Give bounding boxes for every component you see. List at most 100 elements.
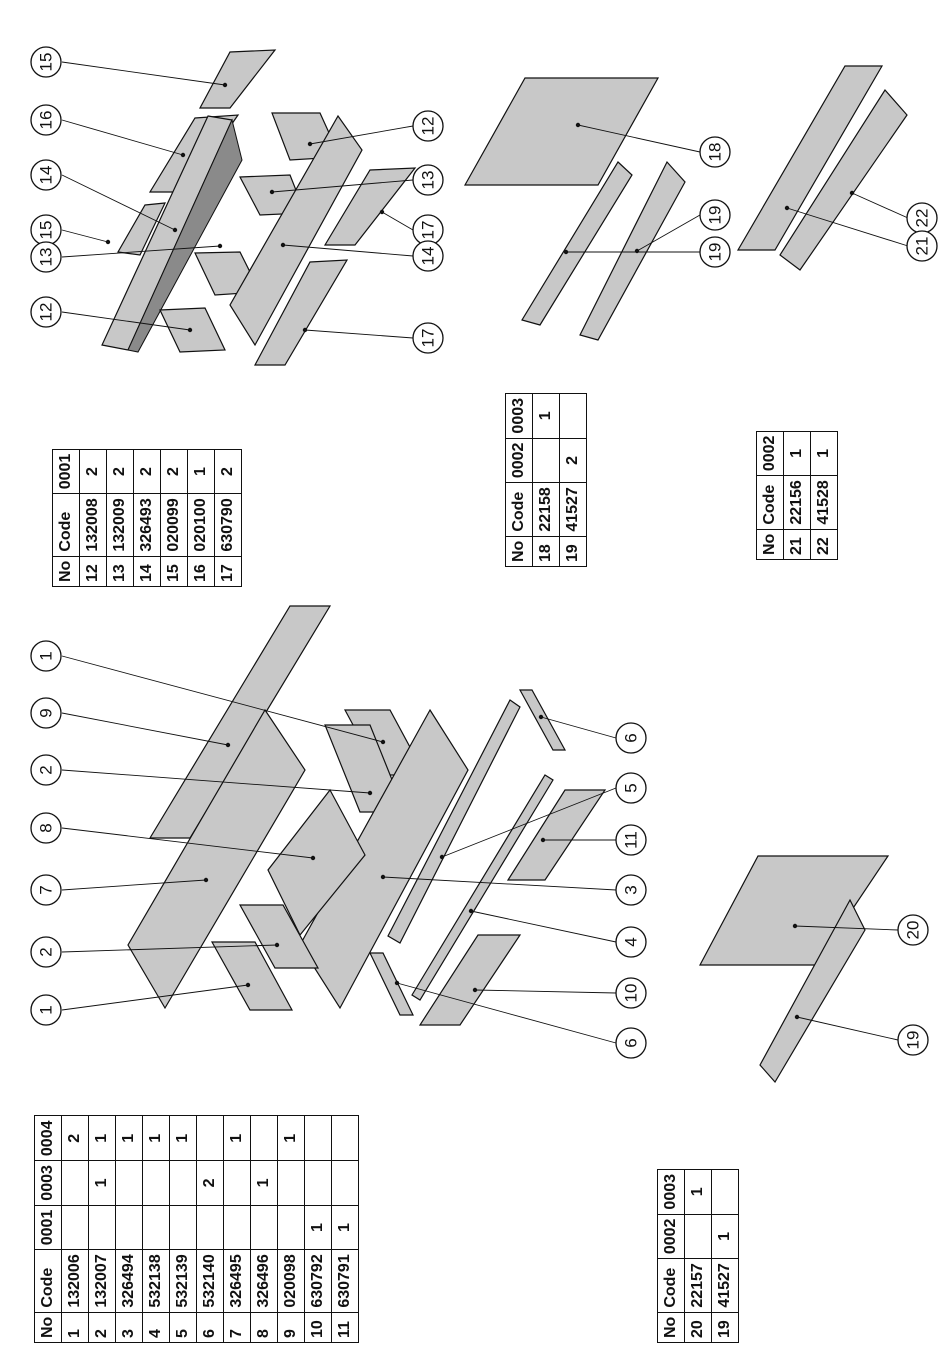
callout-1: 1 [30, 994, 62, 1026]
svg-text:6: 6 [622, 733, 641, 742]
part-number-cell: 7 [223, 1312, 251, 1343]
part-number-cell: 6 [196, 1312, 224, 1343]
svg-text:10: 10 [622, 984, 641, 1003]
quantity-cell [196, 1205, 224, 1250]
callout-3: 3 [615, 874, 647, 906]
part-19-a [521, 161, 633, 326]
callout-17: 17 [412, 322, 444, 354]
quantity-cell: 2 [196, 1160, 224, 1206]
quantity-cell: 1 [304, 1205, 332, 1250]
quantity-cell: 1 [169, 1116, 197, 1161]
column-header: 0004 [34, 1116, 62, 1161]
quantity-cell: 2 [559, 438, 587, 483]
svg-text:14: 14 [419, 247, 438, 266]
svg-text:12: 12 [419, 117, 438, 136]
quantity-cell [61, 1160, 89, 1206]
part-code-cell: 532138 [142, 1249, 170, 1313]
column-header: 0001 [34, 1205, 62, 1250]
part-2-lower [238, 904, 320, 969]
callout-14: 14 [30, 159, 62, 191]
part-number-cell: 16 [187, 556, 215, 587]
quantity-cell: 1 [250, 1160, 278, 1206]
part-number-cell: 9 [277, 1312, 305, 1343]
svg-text:22: 22 [913, 209, 932, 228]
part-number-cell: 14 [133, 556, 161, 587]
part-code-cell: 41527 [711, 1258, 739, 1313]
quantity-cell [115, 1205, 143, 1250]
part-code-cell: 132006 [61, 1249, 89, 1313]
callout-7: 7 [30, 874, 62, 906]
quantity-cell [223, 1160, 251, 1206]
part-number-cell: 10 [304, 1312, 332, 1343]
quantity-cell: 1 [331, 1205, 359, 1250]
part-number-cell: 4 [142, 1312, 170, 1343]
svg-text:9: 9 [37, 708, 56, 717]
column-header: 0003 [505, 393, 533, 439]
quantity-cell [196, 1116, 224, 1161]
svg-text:8: 8 [37, 823, 56, 832]
part-22 [779, 89, 908, 271]
part-17-lower [253, 259, 349, 366]
callout-6: 6 [615, 722, 647, 754]
svg-text:19: 19 [706, 243, 725, 262]
callout-18: 18 [699, 136, 731, 168]
callout-11: 11 [615, 824, 647, 856]
quantity-cell: 1 [277, 1116, 305, 1161]
quantity-cell [684, 1214, 712, 1259]
part-number-cell: 8 [250, 1312, 278, 1343]
part-code-cell: 630791 [331, 1249, 359, 1313]
part-number-cell: 5 [169, 1312, 197, 1343]
quantity-cell [304, 1160, 332, 1206]
column-header: Code [52, 493, 80, 557]
quantity-cell: 1 [88, 1116, 116, 1161]
part-number-cell: 2 [88, 1312, 116, 1343]
svg-text:12: 12 [37, 303, 56, 322]
assembly-top-right [736, 65, 908, 271]
part-4 [411, 774, 554, 1001]
quantity-cell [142, 1205, 170, 1250]
part-number-cell: 17 [214, 556, 242, 587]
callout-20: 20 [897, 914, 929, 946]
part-14-left-edge [127, 118, 243, 353]
svg-text:2: 2 [37, 947, 56, 956]
callout-10: 10 [615, 977, 647, 1009]
quantity-cell [277, 1160, 305, 1206]
quantity-cell [559, 393, 587, 439]
column-header: 0001 [52, 449, 80, 494]
svg-text:19: 19 [904, 1031, 923, 1050]
quantity-cell: 2 [106, 449, 134, 494]
part-code-cell: 132009 [106, 493, 134, 557]
quantity-cell: 2 [79, 449, 107, 494]
column-header: 0002 [505, 438, 533, 483]
column-header: 0003 [657, 1169, 685, 1215]
column-header: No [756, 529, 784, 560]
part-15-top [198, 49, 277, 109]
quantity-cell: 1 [115, 1116, 143, 1161]
svg-text:15: 15 [37, 221, 56, 240]
column-header: No [34, 1312, 62, 1343]
column-header: No [505, 536, 533, 567]
svg-text:5: 5 [622, 783, 641, 792]
svg-text:21: 21 [913, 237, 932, 256]
part-code-cell: 630790 [214, 493, 242, 557]
part-code-cell: 132007 [88, 1249, 116, 1313]
svg-text:13: 13 [419, 171, 438, 190]
quantity-cell [277, 1205, 305, 1250]
quantity-cell [169, 1205, 197, 1250]
assembly-top-left [101, 49, 417, 366]
part-code-cell: 326494 [115, 1249, 143, 1313]
svg-text:13: 13 [37, 248, 56, 267]
